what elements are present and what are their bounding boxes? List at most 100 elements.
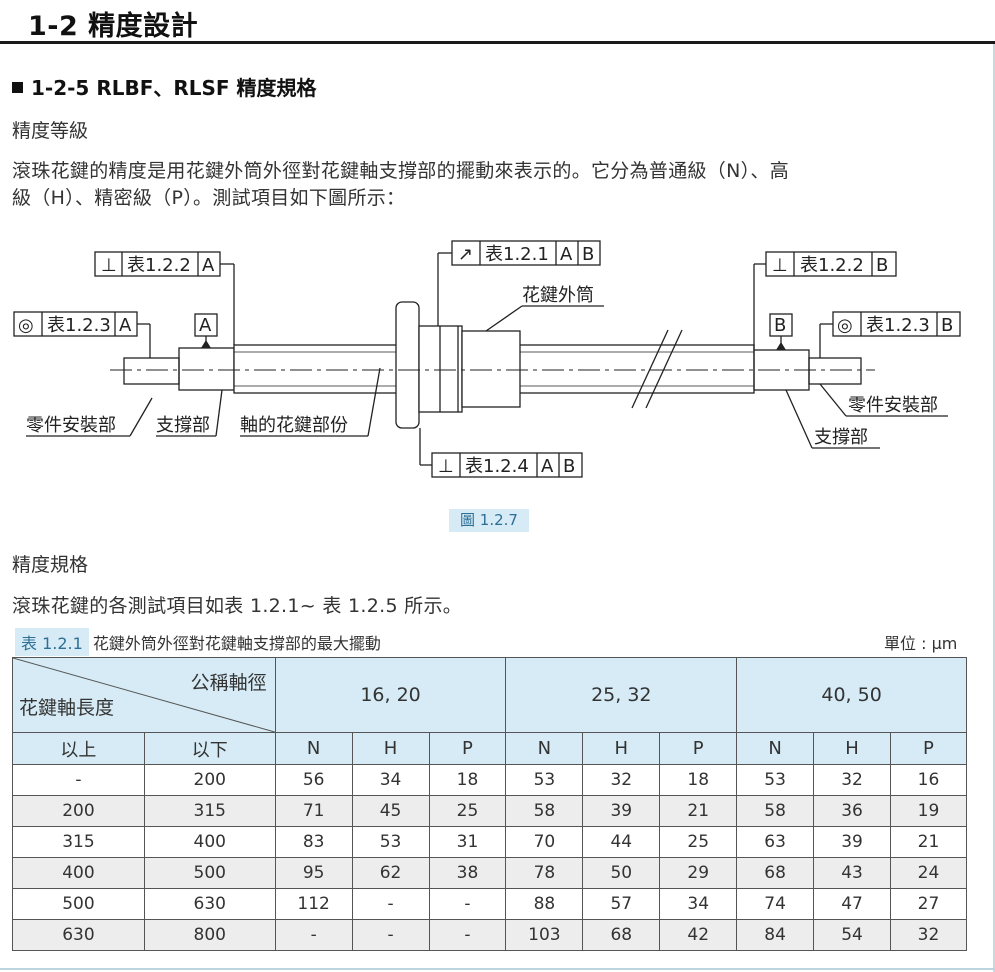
grade-header: N <box>505 732 584 765</box>
shaft-length-label: 花鍵軸長度 <box>19 697 115 719</box>
label-sleeve: 花鍵外筒 <box>522 285 594 306</box>
table-cell: - <box>428 919 507 951</box>
concentric-symbol-icon-2: ◎ <box>837 315 853 336</box>
table-cell: 21 <box>889 826 968 858</box>
figure-caption: 圖 1.2.7 <box>449 509 529 532</box>
table-cell: 39 <box>813 826 891 858</box>
col-above: 以上 <box>12 732 145 765</box>
perp-symbol-icon-2: ⊥ <box>438 456 454 477</box>
ref-122-left: 表1.2.2 <box>127 255 191 276</box>
table-cell: 78 <box>505 857 584 889</box>
table-cell: 200 <box>12 795 145 827</box>
group-header-2: 25, 32 <box>505 657 738 733</box>
table-tag: 表 1.2.1 <box>15 628 89 656</box>
table-cell: 63 <box>736 826 815 858</box>
table-cell: 200 <box>143 764 276 796</box>
table-cell: 53 <box>736 764 815 796</box>
table-cell: 34 <box>659 888 738 920</box>
concentric-symbol-icon: ◎ <box>18 315 34 336</box>
grade-paragraph-line-2: 級（H）、精密級（P）。測試項目如下圖所示： <box>12 187 406 209</box>
table-cell: 83 <box>274 826 353 858</box>
table-cell: 32 <box>582 764 661 796</box>
table-cell: - <box>12 764 145 796</box>
nominal-diameter-label: 公稱軸徑 <box>190 672 267 694</box>
table-cell: 500 <box>143 857 276 889</box>
table-cell: 315 <box>12 826 145 858</box>
table-cell: 630 <box>143 888 276 920</box>
table-cell: 31 <box>428 826 507 858</box>
table-cell: 42 <box>659 919 738 951</box>
ref-124: 表1.2.4 <box>465 456 529 477</box>
table-cell: 88 <box>505 888 584 920</box>
table-cell: 74 <box>736 888 815 920</box>
table-cell: 58 <box>505 795 584 827</box>
group-header-3: 40, 50 <box>736 657 967 733</box>
ball-spline-drawing: ⊥ 表1.2.2 A ◎ 表1.2.3 A A ↗ 表1.2.1 A B ⊥ 表… <box>13 240 961 478</box>
spec-paragraph: 滾珠花鍵的各測試項目如表 1.2.1~ 表 1.2.5 所示。 <box>12 595 463 617</box>
perp-symbol-icon-3: ⊥ <box>772 255 788 276</box>
grade-header: H <box>813 732 891 765</box>
grade-header: N <box>736 732 815 765</box>
table-cell: 50 <box>582 857 661 889</box>
grade-header: N <box>274 732 353 765</box>
table-cell: 45 <box>351 795 430 827</box>
label-shaft-spline: 軸的花鍵部份 <box>240 415 348 436</box>
table-cell: 54 <box>813 919 891 951</box>
table-cell: - <box>351 888 430 920</box>
ref-123-left: 表1.2.3 <box>47 315 111 336</box>
section-title-text: 1-2-5 RLBF、RLSF 精度規格 <box>31 76 317 100</box>
grade-header: H <box>351 732 430 765</box>
table-cell: 70 <box>505 826 584 858</box>
label-support-left: 支撐部 <box>156 415 210 436</box>
datum-b-label: B <box>774 315 786 336</box>
table-cell: 500 <box>12 888 145 920</box>
runout-symbol-icon: ↗ <box>458 244 473 265</box>
table-cell: 32 <box>813 764 891 796</box>
table-cell: 53 <box>505 764 584 796</box>
datum-a-label: A <box>199 315 212 336</box>
bottom-rule <box>0 968 995 970</box>
datum-b-ref-3: B <box>876 255 888 276</box>
table-title: 花鍵外筒外徑對花鍵軸支撐部的最大擺動 <box>92 634 381 653</box>
ref-121: 表1.2.1 <box>485 244 549 265</box>
table-cell: 57 <box>582 888 661 920</box>
datum-b-ref-2: B <box>563 456 575 477</box>
table-cell: 32 <box>889 919 968 951</box>
datum-b-ref-1: B <box>582 244 594 265</box>
datum-a-ref-1: A <box>202 255 215 276</box>
table-cell: 400 <box>143 826 276 858</box>
label-support-right: 支撐部 <box>814 427 868 448</box>
table-cell: 68 <box>736 857 815 889</box>
table-cell: 68 <box>582 919 661 951</box>
table-cell: 400 <box>12 857 145 889</box>
table-cell: 27 <box>889 888 968 920</box>
right-edge-rule <box>993 44 995 972</box>
datum-a-ref-2: A <box>119 315 132 336</box>
table-cell: 84 <box>736 919 815 951</box>
spec-subtitle: 精度規格 <box>12 554 89 576</box>
diagonal-line <box>13 658 275 732</box>
table-cell: 36 <box>813 795 891 827</box>
datum-b-ref-4: B <box>941 315 953 336</box>
table-cell: 56 <box>274 764 353 796</box>
page-heading: 1-2 精度設計 <box>28 11 199 42</box>
table-cell: 315 <box>143 795 276 827</box>
table-cell: 29 <box>659 857 738 889</box>
grade-header: P <box>428 732 507 765</box>
table-cell: 800 <box>143 919 276 951</box>
table-cell: 44 <box>582 826 661 858</box>
grade-paragraph-line-1: 滾珠花鍵的精度是用花鍵外筒外徑對花鍵軸支撐部的擺動來表示的。它分為普通級（N）、… <box>12 160 790 182</box>
heading-rule <box>0 41 995 44</box>
table-unit: 單位 : μm <box>884 634 958 653</box>
table-cell: - <box>428 888 507 920</box>
label-mount-right: 零件安裝部 <box>848 395 938 416</box>
table-cell: 34 <box>351 764 430 796</box>
table-cell: 112 <box>274 888 353 920</box>
